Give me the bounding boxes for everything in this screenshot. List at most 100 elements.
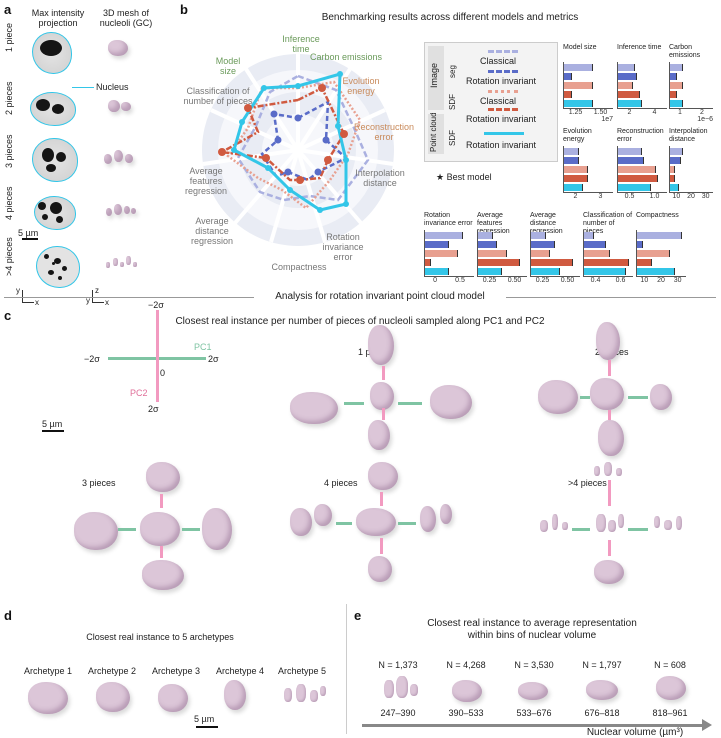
legend-sdf-rotinv: Rotation invariant (466, 114, 537, 124)
minichart-plot (563, 146, 613, 193)
minichart-bar (584, 232, 594, 239)
minichart-bar (637, 241, 643, 248)
minichart-10: Classification of number of pieces0.40.6 (583, 212, 633, 284)
minichart-title: Model size (563, 44, 597, 51)
panel-d-letter: d (4, 608, 12, 623)
panel-d-title: Closest real instance to 5 archetypes (86, 632, 234, 642)
tick-label: 1 (678, 109, 682, 116)
minichart-title: Rotation invariance error (424, 212, 473, 227)
panel-e-title-1: Closest real instance to average represe… (427, 618, 637, 629)
tick-label: 10 (672, 193, 681, 200)
minichart-bar (478, 259, 520, 266)
minichart-bar (564, 64, 593, 71)
tick-label: 10 (640, 277, 649, 284)
legend-seg-label: seg (448, 65, 457, 78)
minichart-bar (531, 250, 550, 257)
minichart-bar (670, 166, 675, 173)
radar-pc-points (231, 71, 349, 213)
bin-n-1: N = 1,373 (378, 660, 418, 670)
panel-c-scale-label: 5 µm (42, 419, 63, 429)
minichart-plot (424, 230, 474, 277)
minichart-bar (564, 175, 588, 182)
tick-label: 30 (701, 193, 710, 200)
radar-label-rotation: Rotation invariance error (322, 232, 364, 262)
legend-pc-sdf-label: SDF (448, 130, 457, 146)
tick-label: 0.6 (615, 277, 626, 284)
bin-n-2: N = 4,268 (446, 660, 486, 670)
radar-chart (202, 54, 394, 246)
minichart-bar (670, 73, 677, 80)
row-label-2: 2 pieces (4, 81, 14, 115)
minichart-bar (531, 232, 546, 239)
tick-label: 0.25 (482, 277, 497, 284)
panel-c-letter: c (4, 308, 12, 323)
minichart-bar (584, 268, 626, 275)
tick-label: 1.50 (593, 109, 608, 116)
bin-range-2: 390–533 (448, 708, 484, 718)
minichart-bar (618, 166, 656, 173)
legend-line-seg-classical (488, 50, 518, 53)
minichart-scale-factor: 1e7 (601, 116, 613, 123)
legend-best-model: ★ Best model (436, 172, 492, 182)
minichart-title: Average distance regression (530, 212, 563, 235)
tick-label: 0.25 (535, 277, 550, 284)
minichart-plot (636, 230, 686, 277)
row-label-1: 1 piece (4, 22, 14, 52)
row-label-3: 3 pieces (4, 134, 14, 168)
minichart-bar (637, 268, 675, 275)
group-label-4-pieces: 4 pieces (324, 478, 358, 488)
minichart-bar (478, 250, 507, 257)
minichart-bar (425, 232, 463, 239)
minichart-bar (618, 82, 633, 89)
bin-n-3: N = 3,530 (514, 660, 554, 670)
minichart-bar (564, 148, 579, 155)
minichart-bar (564, 100, 593, 107)
minichart-title: Interpolation distance (669, 128, 708, 143)
tick-label: 2 (700, 109, 704, 116)
panel-a-letter: a (4, 2, 12, 17)
volume-arrow-shaft (362, 724, 704, 727)
tick-label: 0.5 (624, 193, 635, 200)
group-label-more-pieces: >4 pieces (568, 478, 607, 488)
panel-c-scale-bar (42, 430, 64, 432)
panel-d-scale-bar (196, 726, 218, 728)
radar-label-interpolation: Interpolation distance (355, 168, 405, 188)
legend-line-sdf-rotinv (488, 108, 518, 111)
minichart-bar (564, 166, 588, 173)
section-divider-left (4, 297, 254, 298)
minichart-bar (425, 241, 449, 248)
panel-a-col2-title: 3D mesh of nucleoli (GC) (99, 8, 153, 28)
bin-range-3: 533–676 (516, 708, 552, 718)
panel-b-legend (424, 42, 558, 162)
tick-label: 2 (573, 193, 578, 200)
legend-sdf-classical: Classical (480, 96, 517, 106)
minichart-bar (425, 268, 449, 275)
tick-label: 3 (598, 193, 603, 200)
minichart-bar (618, 64, 635, 71)
minichart-bar (531, 268, 560, 275)
bin-n-5: N = 608 (654, 660, 686, 670)
section-divider-right (506, 297, 716, 298)
bin-n-4: N = 1,797 (582, 660, 622, 670)
panel-d-scale-label: 5 µm (194, 714, 215, 724)
tick-label: 30 (673, 277, 682, 284)
tick-label: 1.25 (568, 109, 583, 116)
minichart-bar (564, 184, 583, 191)
row-label-5: >4 pieces (4, 237, 14, 276)
minichart-bar (670, 157, 681, 164)
tick-label: 0 (433, 277, 437, 284)
panel-c-title: Closest real instance per number of piec… (175, 316, 545, 327)
minichart-plot (669, 62, 713, 109)
legend-seg-classical: Classical (480, 56, 517, 66)
minichart-plot (583, 230, 633, 277)
minichart-bar (670, 82, 683, 89)
